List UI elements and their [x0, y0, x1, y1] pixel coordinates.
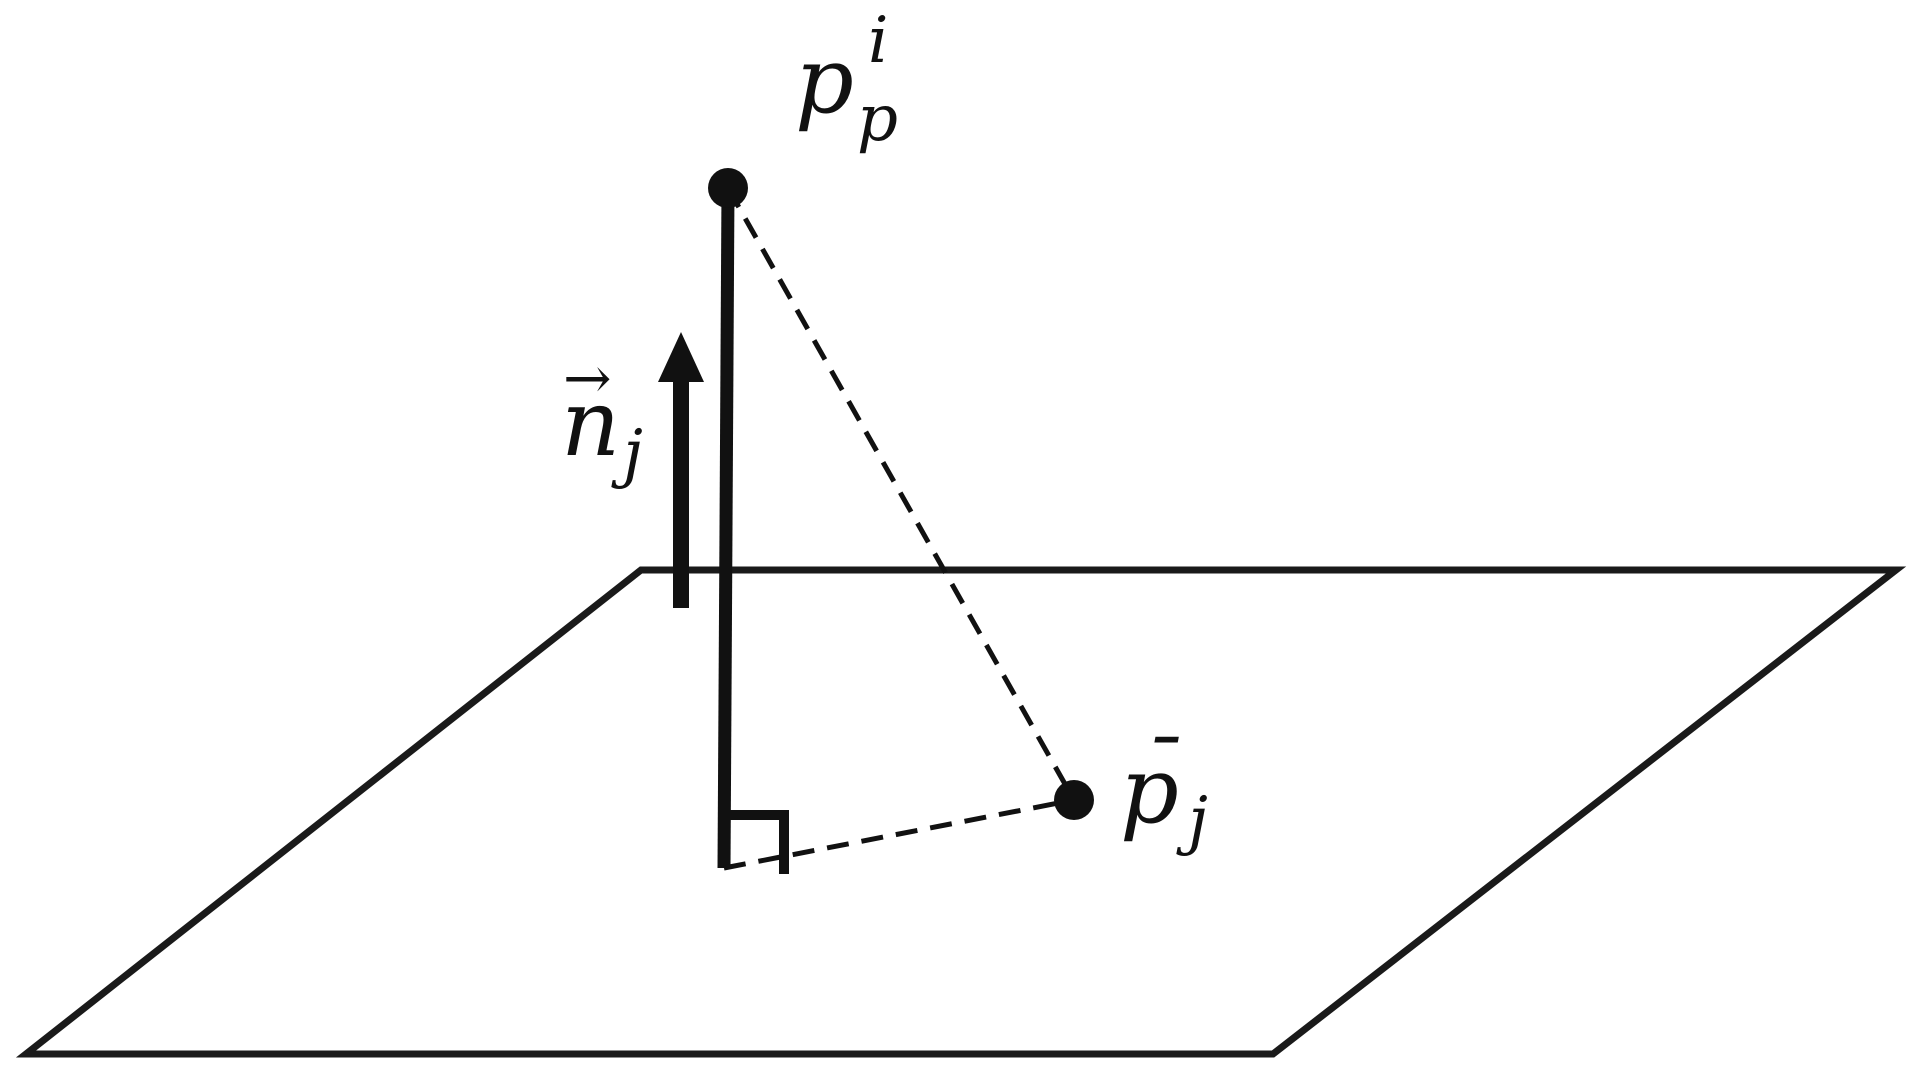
dashed-hypotenuse	[725, 186, 1077, 802]
normal-vector-label: → n j	[561, 344, 643, 491]
upper-point-label-base: p	[795, 27, 854, 134]
upper-point-label: p i p	[795, 4, 898, 156]
dashed-plane-segment	[723, 797, 1075, 871]
perpendicular-line	[717, 187, 735, 869]
upper-point-label-superscript: i	[868, 4, 888, 78]
normal-vector-label-accent: →	[563, 344, 612, 412]
normal-vector-label-base: n	[561, 370, 620, 477]
plane	[15, 566, 1907, 1058]
plane-point-label-subscript: j	[1176, 784, 1208, 858]
plane-point-label: ¯ p j	[1120, 722, 1208, 858]
plane-point-label-base: p	[1120, 737, 1179, 844]
plane-point-marker	[1054, 780, 1094, 820]
plane-point-label-accent: ¯	[1140, 722, 1180, 815]
normal-vector-arrowhead	[658, 332, 704, 382]
upper-point-label-subscript: p	[857, 82, 898, 156]
right-angle-marker	[724, 810, 789, 874]
upper-point-marker	[708, 168, 748, 208]
